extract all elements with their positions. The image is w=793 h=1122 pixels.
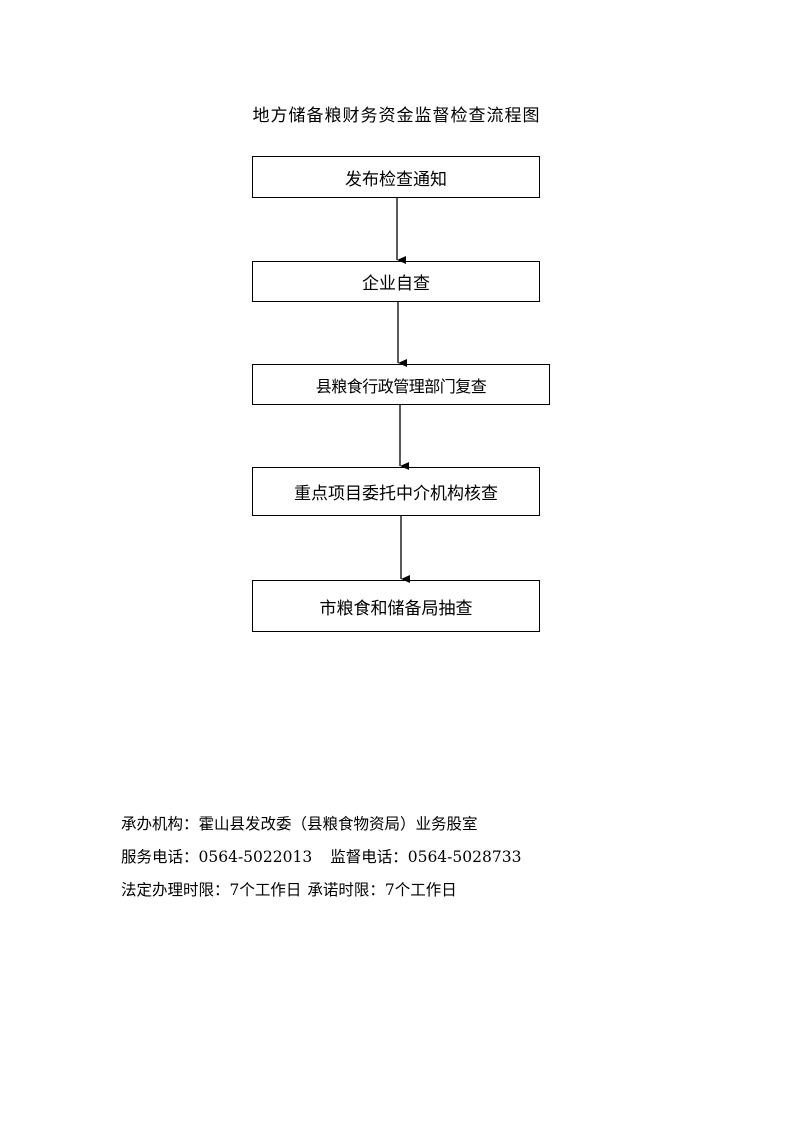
flow-step-5-label: 市粮食和储备局抽查	[319, 598, 473, 619]
flow-step-2-label: 企业自查	[362, 274, 430, 294]
flow-step-4: 重点项目委托中介机构核查	[252, 467, 540, 516]
page-title: 地方储备粮财务资金监督检查流程图	[252, 106, 541, 126]
flow-step-1: 发布检查通知	[252, 156, 540, 198]
legal-time-limit: 法定办理时限：7个工作日	[121, 881, 302, 899]
flow-step-3: 县粮食行政管理部门复查	[252, 364, 550, 405]
organizer-line: 承办机构：霍山县发改委（县粮食物资局）业务股室	[121, 815, 478, 833]
flow-step-1-label: 发布检查通知	[345, 169, 447, 190]
service-phone: 服务电话：0564-5022013	[121, 848, 313, 866]
footer-info: 承办机构：霍山县发改委（县粮食物资局）业务股室 服务电话：0564-502201…	[121, 808, 521, 907]
promised-time-limit: 承诺时限：7个工作日	[307, 881, 457, 899]
phone-line: 服务电话：0564-5022013 监督电话：0564-5028733	[121, 841, 521, 874]
flow-step-4-label: 重点项目委托中介机构核查	[294, 484, 498, 504]
flow-step-5: 市粮食和储备局抽查	[252, 580, 540, 632]
flow-step-2: 企业自查	[252, 261, 540, 302]
time-limit-line: 法定办理时限：7个工作日承诺时限：7个工作日	[121, 874, 521, 907]
supervision-phone: 监督电话：0564-5028733	[330, 848, 522, 866]
flow-step-3-label: 县粮食行政管理部门复查	[315, 376, 487, 396]
